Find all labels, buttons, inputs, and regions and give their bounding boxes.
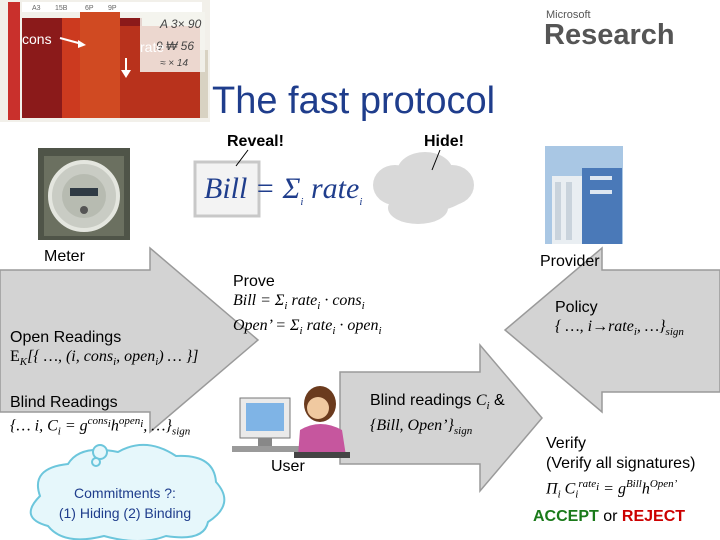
provider-building-image xyxy=(545,146,623,244)
rate-label: rate xyxy=(140,39,164,55)
commitments-cloud xyxy=(29,443,226,540)
blind-commit-block: Blind readings Ci & {Bill, Open’}sign xyxy=(370,391,505,441)
reveal-highlight-box xyxy=(193,160,261,218)
decision-line: ACCEPT or REJECT xyxy=(533,508,686,525)
verify-equation: Πi Ciratei = gBillhOpen’ xyxy=(546,478,678,501)
logo-research: Research xyxy=(544,19,675,50)
open-readings-block: Open Readings EK[{ …, (i, consi, openi) … xyxy=(10,328,199,372)
reject-text: REJECT xyxy=(621,508,686,525)
blind-commit-line2: {Bill, Open’}sign xyxy=(370,417,473,438)
thumb-tab-1: A3 xyxy=(32,5,41,12)
svg-text:A 3× 90: A 3× 90 xyxy=(159,17,202,31)
prove-heading: Prove xyxy=(233,273,275,290)
accept-text: ACCEPT xyxy=(533,508,599,525)
commitments-cloud-text: Commitments ?: (1) Hiding (2) Binding xyxy=(30,483,220,523)
policy-set: { …, i→ratei, …}sign xyxy=(555,318,684,339)
rate-chart-thumbnail: A3 15B 6P 9P A 3× 90 9 ₩ 56 ≈ × 14 cons … xyxy=(0,0,210,122)
blind-readings-commitments: {… i, Ci = gconsihopeni, …}sign xyxy=(10,415,191,438)
policy-heading: Policy xyxy=(555,299,598,316)
svg-text:9 ₩ 56: 9 ₩ 56 xyxy=(156,39,194,53)
hide-label: Hide! xyxy=(424,133,464,150)
thumb-tab-4: 9P xyxy=(108,5,117,12)
slide-title: The fast protocol xyxy=(212,80,496,122)
provider-to-user-arrow xyxy=(503,246,720,414)
thumb-tab-3: 6P xyxy=(85,5,94,12)
prove-bill-equation: Bill = Σi ratei · consi xyxy=(233,292,365,313)
microsoft-research-logo: Microsoft Research xyxy=(540,6,712,51)
rate-chart-image: A3 15B 6P 9P A 3× 90 9 ₩ 56 ≈ × 14 cons … xyxy=(0,0,210,122)
blind-readings-block: Blind Readings {… i, Ci = gconsihopeni, … xyxy=(10,393,190,442)
blind-readings-heading: Blind Readings xyxy=(10,394,118,411)
reveal-label: Reveal! xyxy=(227,133,284,150)
bill-formula: Bill = Σi ratei xyxy=(204,172,363,208)
meter-to-user-arrow xyxy=(0,246,260,434)
readings-to-provider-arrow xyxy=(339,342,543,494)
logo-microsoft: Microsoft xyxy=(546,9,591,21)
cloud-line2: (1) Hiding (2) Binding xyxy=(58,505,192,521)
verify-block: Verify (Verify all signatures) Πi Cirate… xyxy=(546,434,695,505)
policy-block: Policy { …, i→ratei, …}sign xyxy=(555,298,684,342)
provider-label: Provider xyxy=(540,253,600,270)
meter-image xyxy=(38,148,130,240)
svg-text:≈ × 14: ≈ × 14 xyxy=(160,58,188,69)
open-readings-encryption: EK[{ …, (i, consi, openi) … }] xyxy=(10,348,199,369)
cons-label: cons xyxy=(22,31,52,47)
meter-label: Meter xyxy=(44,248,85,265)
prove-open-equation: Open’ = Σi ratei · openi xyxy=(233,317,382,338)
hide-cloud xyxy=(373,152,474,224)
thumb-tab-2: 15B xyxy=(55,5,68,12)
cloud-line1: Commitments ?: xyxy=(74,485,176,501)
blind-commit-line1: Blind readings Ci & xyxy=(370,392,505,413)
prove-block: Prove Bill = Σi ratei · consi Open’ = Σi… xyxy=(233,272,382,341)
open-readings-heading: Open Readings xyxy=(10,329,122,346)
user-label: User xyxy=(271,458,305,475)
verify-signatures: (Verify all signatures) xyxy=(546,455,696,472)
user-illustration xyxy=(232,386,350,458)
verify-heading: Verify xyxy=(546,435,587,452)
